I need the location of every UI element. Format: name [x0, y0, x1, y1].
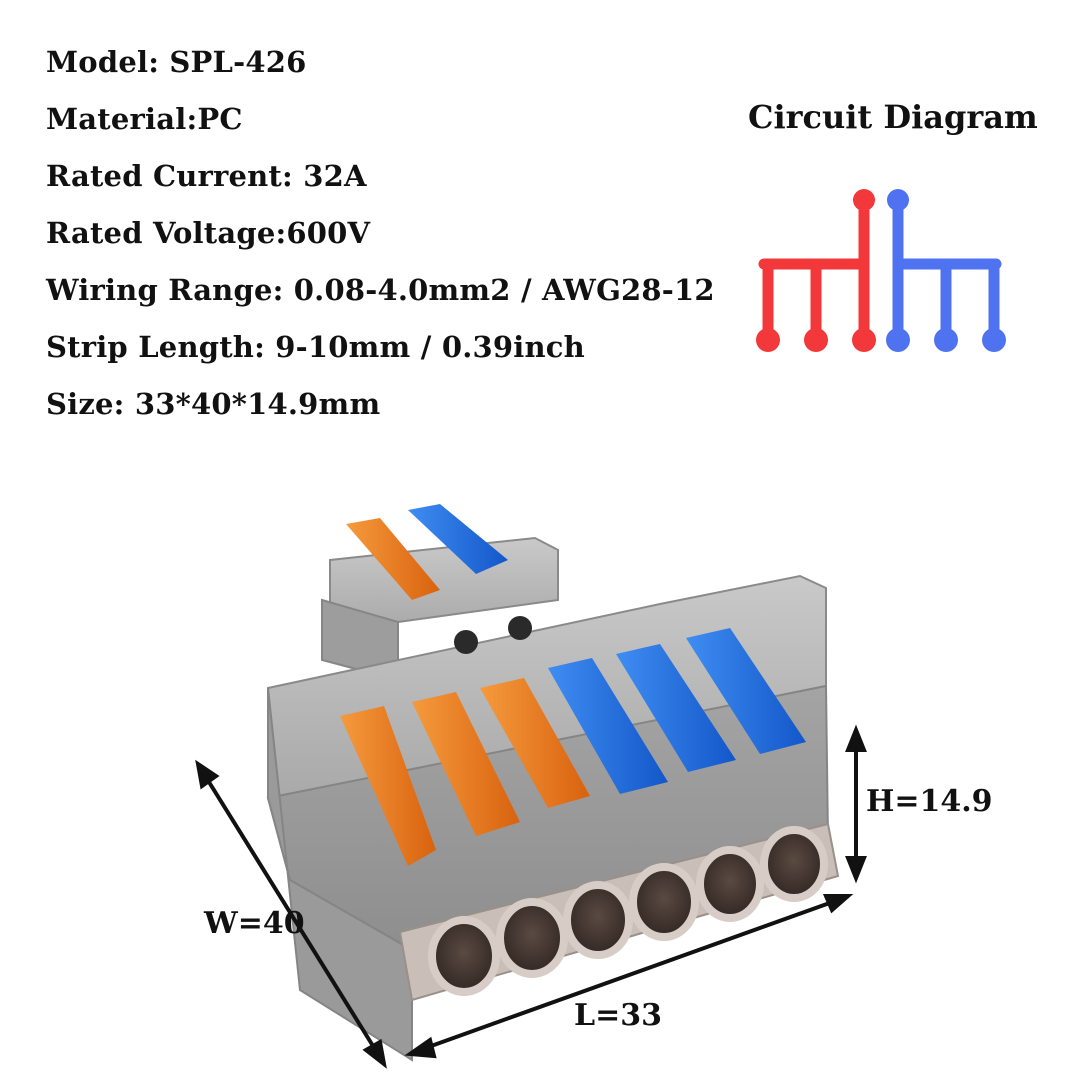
- height-dimension-label: H=14.9: [866, 784, 993, 819]
- length-arrow: [419, 898, 839, 1052]
- dimension-arrows: [195, 724, 867, 1069]
- circuit-diagram: [756, 189, 1006, 352]
- circuit-right-top-node: [887, 189, 909, 211]
- spec-rated-voltage: Rated Voltage:600V: [46, 216, 371, 250]
- wire-entry-holes: [398, 822, 840, 1002]
- orange-lever-1: [340, 706, 436, 866]
- wire-hole-6: [760, 826, 828, 902]
- circuit-left-node-1: [756, 328, 780, 352]
- spec-strip-length: Strip Length: 9-10mm / 0.39inch: [46, 330, 585, 364]
- wire-hole-4: [629, 863, 699, 941]
- orange-lever-2: [412, 692, 520, 836]
- circuit-right-node-3: [982, 328, 1006, 352]
- orange-lever-3: [480, 678, 590, 808]
- housing-side: [267, 687, 413, 1062]
- circuit-right-node-1: [886, 328, 910, 352]
- blue-lever-3: [686, 628, 806, 754]
- back-blue-lever: [408, 504, 508, 574]
- wire-hole-3: [563, 881, 633, 959]
- wire-hole-2: [496, 898, 568, 978]
- wire-hole-5: [696, 846, 764, 922]
- spec-model: Model: SPL-426: [46, 45, 307, 79]
- width-arrow: [202, 772, 380, 1056]
- connector-product-image: [195, 504, 867, 1069]
- orange-levers: [340, 678, 590, 866]
- spec-size: Size: 33*40*14.9mm: [46, 387, 381, 421]
- circuit-left-node-2: [804, 328, 828, 352]
- circuit-left-top-node: [853, 189, 875, 211]
- blue-lever-2: [616, 644, 736, 772]
- spec-list: Model: SPL-426 Material:PC Rated Current…: [46, 40, 715, 439]
- spec-material: Material:PC: [46, 102, 243, 136]
- circuit-right-group: [886, 189, 1006, 352]
- back-orange-lever: [346, 518, 440, 600]
- spec-wiring-range: Wiring Range: 0.08-4.0mm2 / AWG28-12: [46, 273, 715, 307]
- blue-levers: [548, 628, 806, 794]
- circuit-left-node-3: [852, 328, 876, 352]
- back-connector-block: [321, 504, 559, 682]
- spec-rated-current: Rated Current: 32A: [46, 159, 367, 193]
- circuit-right-node-2: [934, 328, 958, 352]
- wire-hole-1: [428, 916, 500, 996]
- mount-hole-2: [508, 616, 532, 640]
- blue-lever-1: [548, 658, 668, 794]
- length-dimension-label: L=33: [574, 998, 662, 1033]
- circuit-diagram-title: Circuit Diagram: [748, 98, 1038, 136]
- circuit-left-group: [756, 189, 876, 352]
- width-dimension-label: W=40: [204, 906, 305, 941]
- mount-hole-1: [454, 630, 478, 654]
